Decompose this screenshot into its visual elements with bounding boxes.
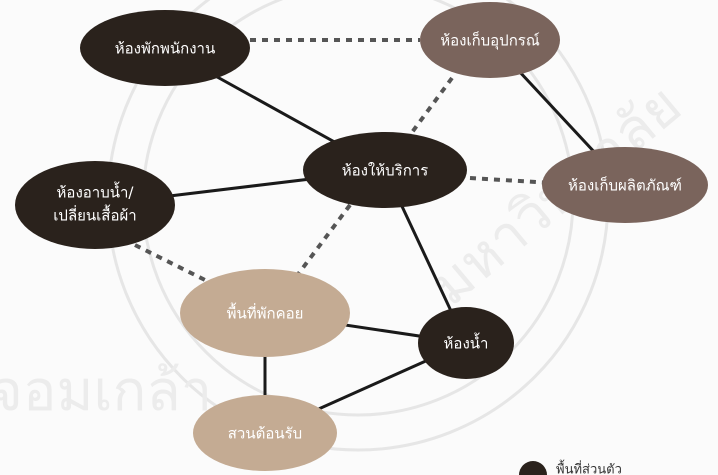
node-reception: สวนต้อนรับ [193, 395, 337, 471]
product-room-label: ห้องเก็บผลิตภัณฑ์ [568, 176, 682, 195]
dashed-equipment-service [408, 76, 454, 137]
reception-bubble [193, 395, 337, 471]
node-equipment-room: ห้องเก็บอุปกรณ์ [420, 2, 560, 78]
shower-room-label-line1: ห้องอาบน้ำ/ [57, 182, 135, 202]
dashed-connections [134, 38, 553, 287]
product-room-bubble [542, 147, 708, 223]
reception-label: สวนต้อนรับ [228, 425, 302, 443]
lounge-bubble [180, 269, 350, 357]
node-shower-room: ห้องอาบน้ำ/ เปลี่ยนเสื้อผ้า [15, 161, 175, 249]
staff-room-bubble [80, 10, 250, 86]
legend-dark-swatch [519, 461, 547, 475]
lounge-label: พื้นที่พักคอย [227, 303, 304, 323]
dashed-service-lounge [288, 203, 352, 287]
dashed-shower-lounge [134, 243, 216, 287]
shower-room-bubble [15, 161, 175, 249]
node-product-room: ห้องเก็บผลิตภัณฑ์ [542, 147, 708, 223]
dashed-service-product [469, 176, 553, 185]
legend-label: พื้นที่ส่วนตัว [556, 460, 622, 475]
restroom-bubble [418, 307, 514, 379]
node-lounge: พื้นที่พักคอย [180, 269, 350, 357]
svg-text:จอมเกล้า: จอมเกล้า [0, 359, 212, 424]
restroom-label: ห้องน้ำ [444, 333, 489, 353]
service-room-bubble [303, 132, 467, 208]
legend: พื้นที่ส่วนตัว [519, 460, 622, 475]
staff-room-label: ห้องพักพนักงาน [115, 40, 215, 58]
shower-room-label-line2: เปลี่ยนเสื้อผ้า [53, 205, 136, 225]
node-staff-room: ห้องพักพนักงาน [80, 10, 250, 86]
service-room-label: ห้องให้บริการ [342, 162, 429, 180]
node-restroom: ห้องน้ำ [418, 307, 514, 379]
node-service-room: ห้องให้บริการ [303, 132, 467, 208]
equipment-room-bubble [420, 2, 560, 78]
equipment-room-label: ห้องเก็บอุปกรณ์ [440, 31, 540, 51]
